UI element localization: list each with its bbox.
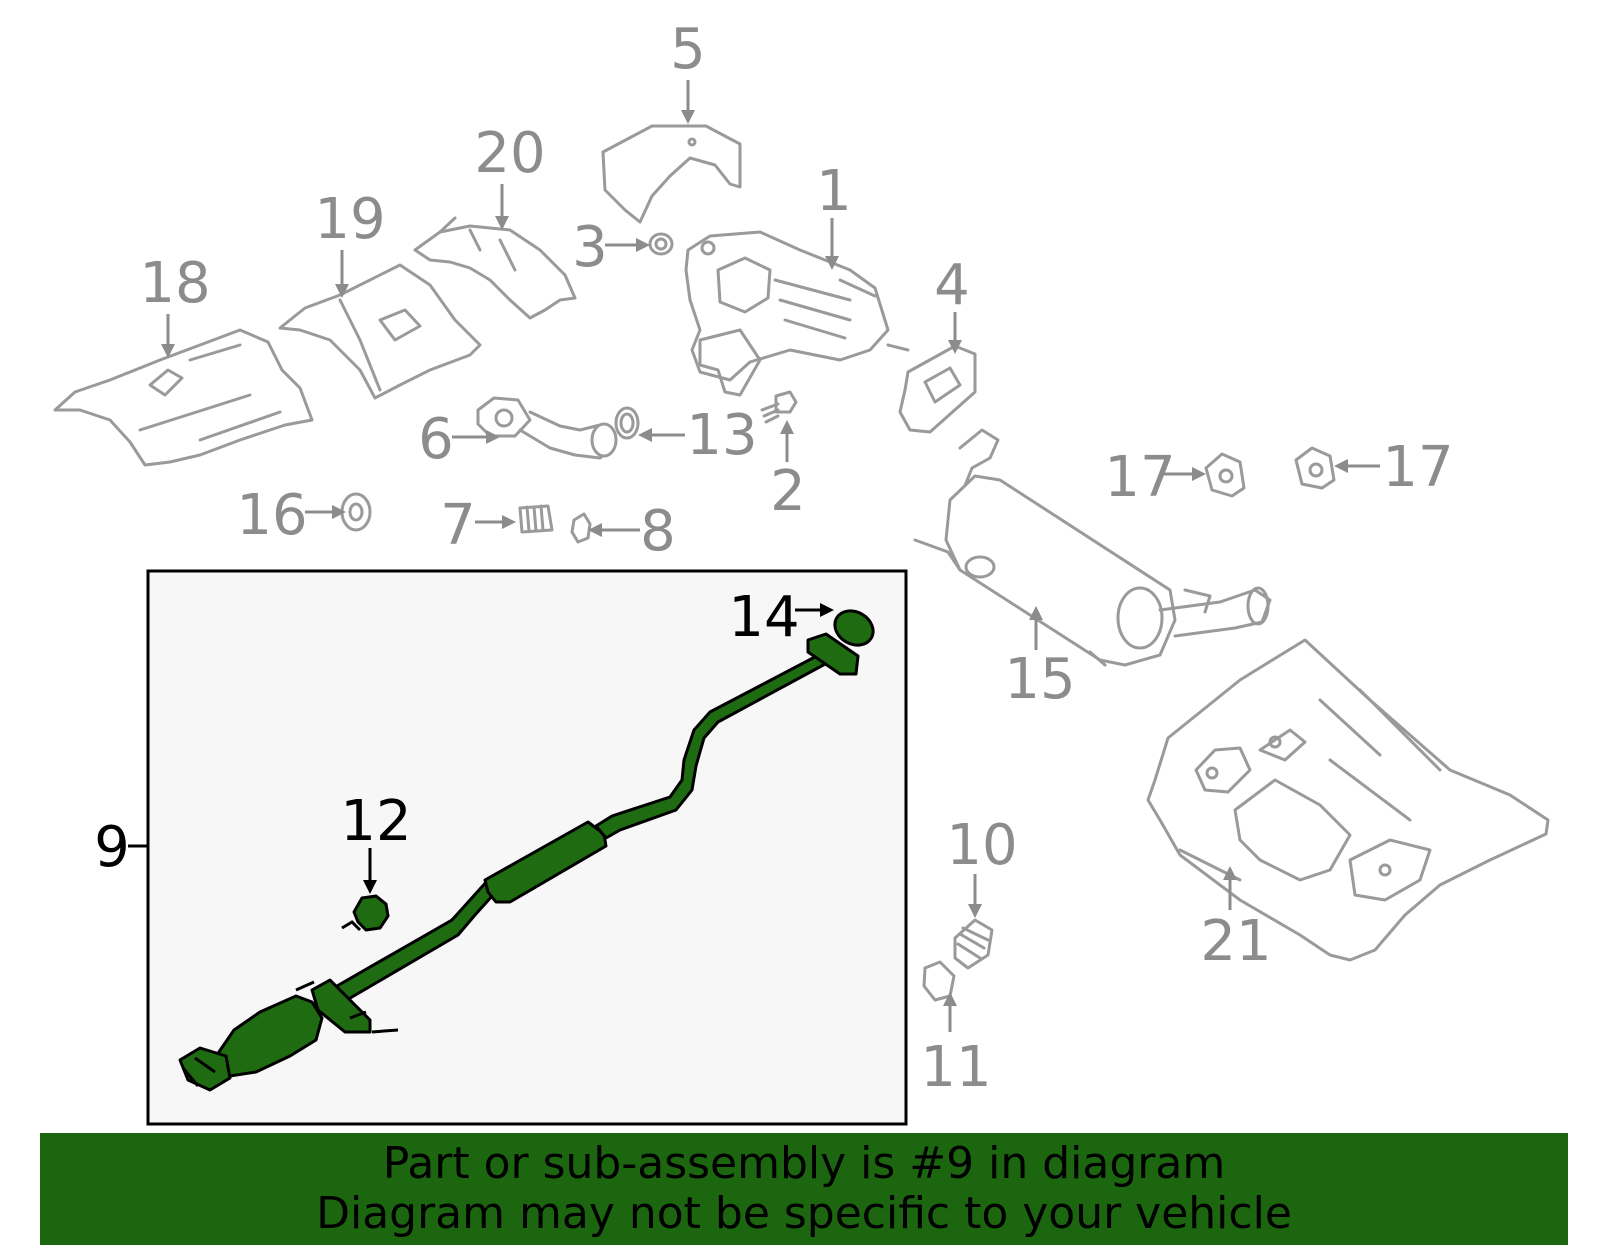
callout-arrows <box>128 80 1380 1032</box>
callout-15: 15 <box>1004 647 1075 712</box>
callout-5: 5 <box>670 17 706 82</box>
callout-10: 10 <box>946 813 1017 878</box>
callout-11: 11 <box>920 1035 991 1100</box>
callout-2: 2 <box>770 459 806 524</box>
part-16-isolator[interactable] <box>340 492 372 532</box>
part-18-heat-shield[interactable] <box>53 328 314 467</box>
part-3-nut[interactable] <box>648 232 674 256</box>
part-20-heat-shield[interactable] <box>413 216 577 320</box>
notice-line-2: Diagram may not be specific to your vehi… <box>316 1188 1292 1239</box>
callout-13: 13 <box>686 403 757 468</box>
callout-17-right: 17 <box>1382 435 1453 500</box>
part-10-gasket[interactable] <box>953 918 994 970</box>
part-7-gasket[interactable] <box>518 504 554 534</box>
part-13-gasket[interactable] <box>614 406 640 440</box>
callout-20: 20 <box>474 121 545 186</box>
part-15-muffler[interactable] <box>913 428 1272 667</box>
part-2-bolt[interactable] <box>760 390 798 424</box>
callout-21: 21 <box>1200 909 1271 974</box>
part-4-gasket[interactable] <box>898 344 977 434</box>
callout-12: 12 <box>340 789 411 854</box>
callout-17-left: 17 <box>1104 445 1175 510</box>
callout-7: 7 <box>440 493 476 558</box>
callout-labels: 5 20 19 18 3 1 4 6 13 2 16 7 8 17 17 15 … <box>94 17 1453 1100</box>
part-9-front-pipe-assembly[interactable] <box>178 604 879 1092</box>
callout-8: 8 <box>640 499 676 564</box>
part-8-nut[interactable] <box>570 512 592 544</box>
callout-9: 9 <box>94 815 130 880</box>
part-1-exhaust-manifold[interactable] <box>684 230 910 397</box>
part-6-pipe[interactable] <box>476 396 618 460</box>
callout-6: 6 <box>418 407 454 472</box>
part-19-heat-shield[interactable] <box>278 263 482 400</box>
callout-1: 1 <box>816 159 852 224</box>
part-17-hanger-left[interactable] <box>1204 452 1246 498</box>
callout-4: 4 <box>934 253 970 318</box>
callout-19: 19 <box>314 187 385 252</box>
notice-banner: Part or sub-assembly is #9 in diagram Di… <box>40 1133 1568 1245</box>
callout-14: 14 <box>728 585 799 650</box>
part-17-hanger-right[interactable] <box>1294 446 1336 490</box>
part-5-heat-shield[interactable] <box>601 124 742 224</box>
callout-3: 3 <box>572 215 608 280</box>
callout-16: 16 <box>236 483 307 548</box>
part-21-floor-shield[interactable] <box>1146 638 1550 962</box>
notice-line-1: Part or sub-assembly is #9 in diagram <box>382 1138 1226 1189</box>
callout-18: 18 <box>139 251 210 316</box>
